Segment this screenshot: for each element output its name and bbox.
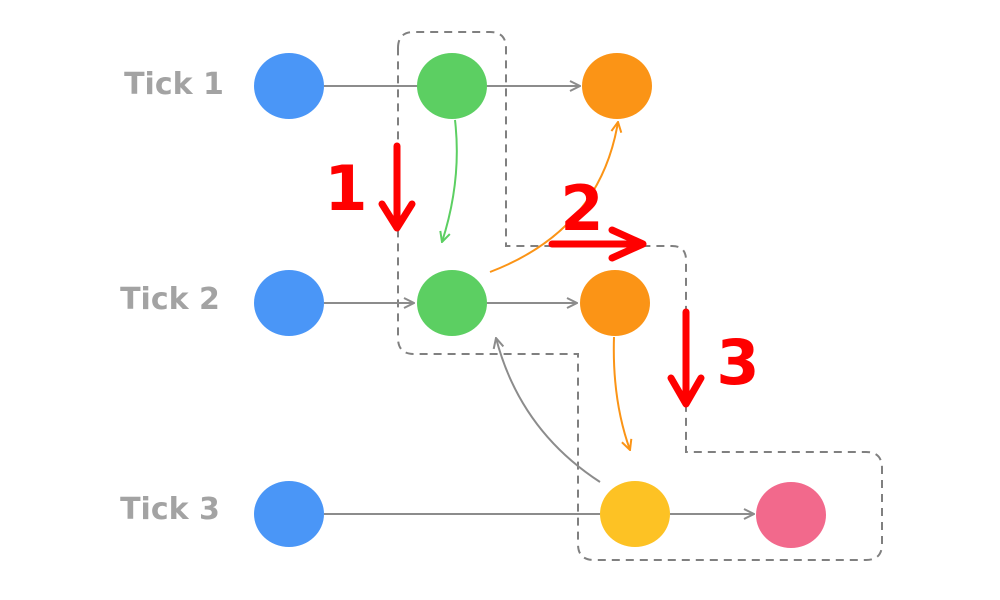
edge-orange2-yellow3: [612, 336, 630, 450]
step-arrow-1: [378, 142, 416, 232]
step-arrow-2: [548, 226, 647, 262]
row-label-tick-3: Tick 3: [120, 492, 220, 527]
node-blue-tick3: [254, 481, 324, 547]
node-pink-tick3: [756, 482, 826, 548]
edge-green1-green2: [442, 119, 458, 242]
node-orange-tick2: [580, 270, 650, 336]
node-green-tick1: [417, 53, 487, 119]
step-label-1: 1: [324, 152, 367, 225]
group-outline-1: [397, 31, 883, 561]
edge-yellow3-green2: [496, 338, 601, 483]
node-blue-tick1: [254, 53, 324, 119]
node-blue-tick2: [254, 270, 324, 336]
edge-green2-orange1: [489, 122, 618, 273]
step-arrow-3: [667, 308, 705, 408]
node-orange-tick1: [582, 53, 652, 119]
step-label-3: 3: [716, 326, 759, 399]
node-yellow-tick3: [600, 481, 670, 547]
row-label-tick-1: Tick 1: [124, 67, 224, 102]
step-label-2: 2: [560, 172, 603, 245]
row-label-tick-2: Tick 2: [120, 282, 220, 317]
node-green-tick2: [417, 270, 487, 336]
